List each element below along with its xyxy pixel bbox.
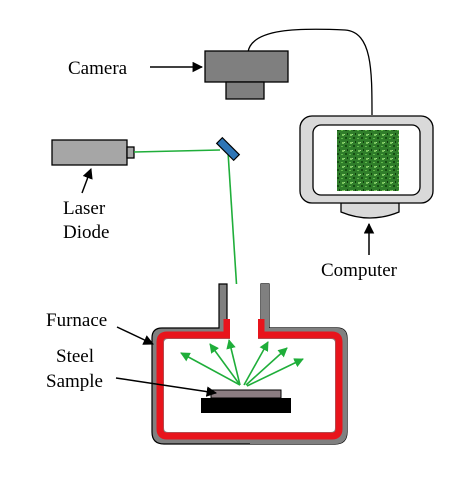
camera-body — [204, 50, 289, 83]
laser-diode — [51, 139, 135, 166]
computer — [299, 115, 434, 219]
sample-label-line2: Sample — [46, 371, 103, 392]
sample-label-line1: Steel — [56, 346, 94, 367]
furnace-pointer-arrow — [116, 326, 154, 345]
camera-lens — [225, 81, 265, 100]
mirror — [215, 136, 241, 162]
scatter-ray-4 — [243, 341, 269, 386]
furnace-red-lining — [156, 319, 343, 440]
computer-label: Computer — [321, 260, 398, 281]
laser-pointer-arrow — [81, 168, 93, 194]
scatter-ray-1 — [180, 352, 241, 386]
camera-label: Camera — [68, 58, 128, 79]
furnace-label: Furnace — [46, 310, 107, 331]
furnace — [151, 283, 348, 445]
computer-stand — [340, 202, 400, 219]
laser-beam-horizontal — [133, 149, 221, 153]
steel-sample — [210, 389, 282, 399]
furnace-neck-opening — [230, 284, 258, 340]
scatter-ray-2 — [209, 343, 241, 386]
sample-pointer-arrow — [115, 377, 218, 397]
scatter-ray-3 — [226, 339, 241, 386]
scatter-ray-6 — [246, 358, 304, 387]
scattered-light — [180, 339, 304, 387]
furnace-inner-cavity — [164, 335, 335, 432]
sample-stage — [201, 398, 291, 413]
laser-body — [51, 139, 128, 166]
laser-label-line2: Diode — [63, 222, 109, 243]
camera — [204, 50, 289, 100]
speckle-image — [337, 130, 399, 191]
camera-cable — [247, 28, 373, 116]
laser-label-line1: Laser — [63, 198, 106, 219]
scatter-ray-5 — [245, 347, 288, 386]
laser-aperture — [126, 146, 135, 159]
